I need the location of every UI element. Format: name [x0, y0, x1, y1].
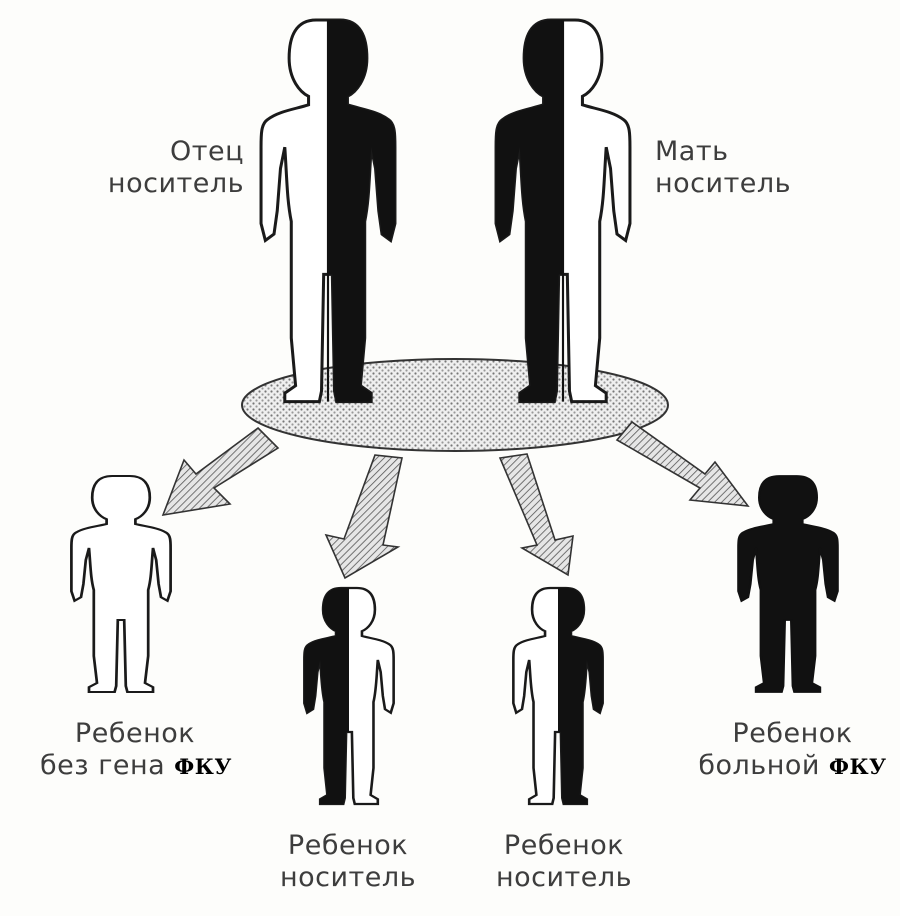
child-3-label-line2: носитель [495, 862, 633, 893]
child-1-label: Ребенок без гена ФКУ [40, 718, 232, 783]
child-4-label: Ребенок больной ФКУ [690, 718, 895, 783]
mother-label: Мать носитель [655, 136, 791, 200]
arrow-to-child-2 [324, 454, 403, 580]
arrow-to-child-4 [615, 420, 750, 507]
child-4-fku: ФКУ [829, 754, 887, 779]
arrow-to-child-3 [498, 453, 574, 577]
child-4-label-line2: больной ФКУ [698, 750, 887, 781]
father-label-line1: Отец [170, 136, 244, 167]
father-label-line2: носитель [107, 168, 244, 199]
father-label: Отец носитель [108, 136, 244, 200]
child-2-label: Ребенок носитель [258, 830, 438, 894]
child-2-label-line1: Ребенок [287, 830, 409, 861]
mother-label-line1: Мать [655, 136, 729, 167]
child-2-figure [303, 586, 395, 806]
child-3-label-line1: Ребенок [503, 830, 625, 861]
arrow-to-child-1 [161, 426, 280, 517]
child-4-figure [737, 474, 839, 694]
mother-figure [494, 18, 632, 404]
child-1-label-line2: без гена ФКУ [40, 750, 232, 781]
child-3-label: Ребенок носитель [474, 830, 654, 894]
child-2-label-line2: носитель [279, 862, 417, 893]
child-4-label-line1: Ребенок [732, 718, 853, 749]
child-1-figure [70, 474, 172, 694]
mother-label-line2: носитель [655, 168, 792, 199]
child-1-label-line1: Ребенок [74, 718, 196, 749]
child-1-fku: ФКУ [174, 754, 232, 779]
father-figure [259, 18, 397, 404]
child-3-figure [512, 586, 604, 806]
